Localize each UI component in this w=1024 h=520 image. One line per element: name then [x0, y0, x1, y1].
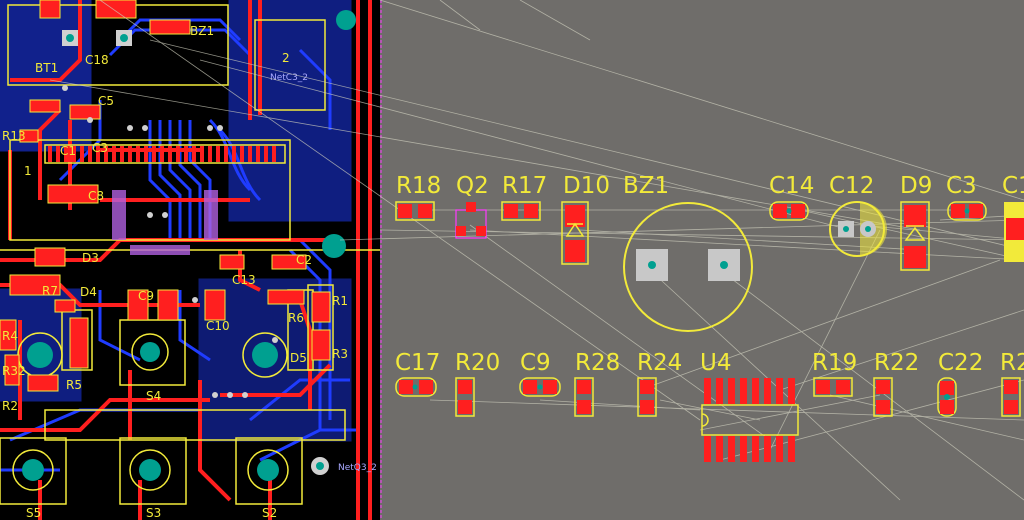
- board-label-d3: D3: [82, 251, 99, 265]
- comp-label-d9[interactable]: D9: [900, 173, 932, 199]
- footprint-r22[interactable]: [873, 377, 893, 417]
- board-label-r13: R13: [2, 129, 26, 143]
- board-label-d5: D5: [290, 351, 307, 365]
- board-label-r7: R7: [42, 284, 58, 298]
- footprint-r18[interactable]: [395, 201, 435, 221]
- board-label-s5: S5: [26, 506, 41, 520]
- board-label-c5: C5: [98, 94, 114, 108]
- board-pin-2-label: 2: [282, 51, 290, 65]
- comp-label-r24[interactable]: R24: [637, 350, 682, 376]
- board-label-r3: R3: [332, 347, 348, 361]
- comp-label-r20[interactable]: R20: [455, 350, 500, 376]
- board-label-s3: S3: [146, 506, 161, 520]
- board-label-bt1: BT1: [35, 61, 58, 75]
- board-pin-1-label: 1: [24, 164, 32, 178]
- comp-label-c14[interactable]: C14: [769, 173, 814, 199]
- board-label-d4: D4: [80, 285, 97, 299]
- footprint-r17[interactable]: [501, 201, 541, 221]
- comp-label-c9[interactable]: C9: [520, 350, 551, 376]
- board-label-r2: R2: [2, 399, 18, 413]
- board-label-s2: S2: [262, 506, 277, 520]
- board-label-c8: C8: [88, 189, 104, 203]
- board-label-c13: C13: [232, 273, 256, 287]
- comp-label-c17[interactable]: C17: [395, 350, 440, 376]
- comp-label-r19[interactable]: R19: [812, 350, 857, 376]
- comp-label-u4[interactable]: U4: [700, 350, 731, 376]
- net-label-netc3: NetC3_2: [270, 73, 308, 83]
- footprint-c9[interactable]: [519, 377, 561, 397]
- footprint-c17[interactable]: [395, 377, 437, 397]
- board-label-c18: C18: [85, 53, 109, 67]
- board-label-bz1: BZ1: [190, 24, 214, 38]
- footprint-d9[interactable]: [900, 201, 930, 271]
- comp-label-c12[interactable]: C12: [829, 173, 874, 199]
- comp-label-c3[interactable]: C3: [946, 173, 977, 199]
- comp-label-r22[interactable]: R22: [874, 350, 919, 376]
- board-label-c3: C3: [92, 141, 108, 155]
- board-label-r6: R6: [288, 311, 304, 325]
- footprint-c14[interactable]: [769, 201, 809, 221]
- comp-label-q2[interactable]: Q2: [456, 173, 489, 199]
- footprint-r19[interactable]: [813, 377, 853, 397]
- board-label-c9: C9: [138, 289, 154, 303]
- board-label-s4: S4: [146, 389, 161, 403]
- footprint-q2[interactable]: [455, 202, 487, 239]
- footprint-r2[interactable]: [1001, 377, 1021, 417]
- placed-board[interactable]: BZ1 BT1 C18 C5 C1 C8 C3 R13 R7 R5 R4 R32…: [0, 0, 380, 520]
- footprint-c3[interactable]: [947, 201, 987, 221]
- comp-label-r28[interactable]: R28: [575, 350, 620, 376]
- footprint-d10[interactable]: [561, 201, 589, 265]
- footprint-u4[interactable]: [701, 378, 799, 462]
- footprint-c22[interactable]: [937, 377, 957, 417]
- comp-label-r17[interactable]: R17: [502, 173, 547, 199]
- footprint-r24[interactable]: [637, 377, 657, 417]
- comp-label-r2[interactable]: R2: [1000, 350, 1024, 376]
- board-label-c1: C1: [60, 144, 76, 158]
- footprint-bz1[interactable]: [623, 202, 753, 332]
- comp-label-c1[interactable]: C1: [1002, 173, 1024, 199]
- footprint-r28[interactable]: [574, 377, 594, 417]
- footprint-c12[interactable]: [829, 201, 887, 257]
- comp-label-c22[interactable]: C22: [938, 350, 983, 376]
- net-label-netq3: NetQ3_2: [338, 463, 377, 473]
- comp-label-r18[interactable]: R18: [396, 173, 441, 199]
- footprint-c1[interactable]: [1004, 202, 1024, 262]
- board-label-r5: R5: [66, 378, 82, 392]
- board-label-c10: C10: [206, 319, 230, 333]
- footprint-r20[interactable]: [455, 377, 475, 417]
- comp-label-d10[interactable]: D10: [563, 173, 610, 199]
- board-label-r1: R1: [332, 294, 348, 308]
- unplaced-components[interactable]: R18 Q2 R17 D10 BZ1 C14 C12 D9 C3 C1: [395, 173, 1024, 462]
- board-label-r32: R32: [2, 364, 26, 378]
- board-label-c2: C2: [296, 253, 312, 267]
- comp-label-bz1[interactable]: BZ1: [623, 173, 669, 199]
- board-label-r4: R4: [2, 329, 18, 343]
